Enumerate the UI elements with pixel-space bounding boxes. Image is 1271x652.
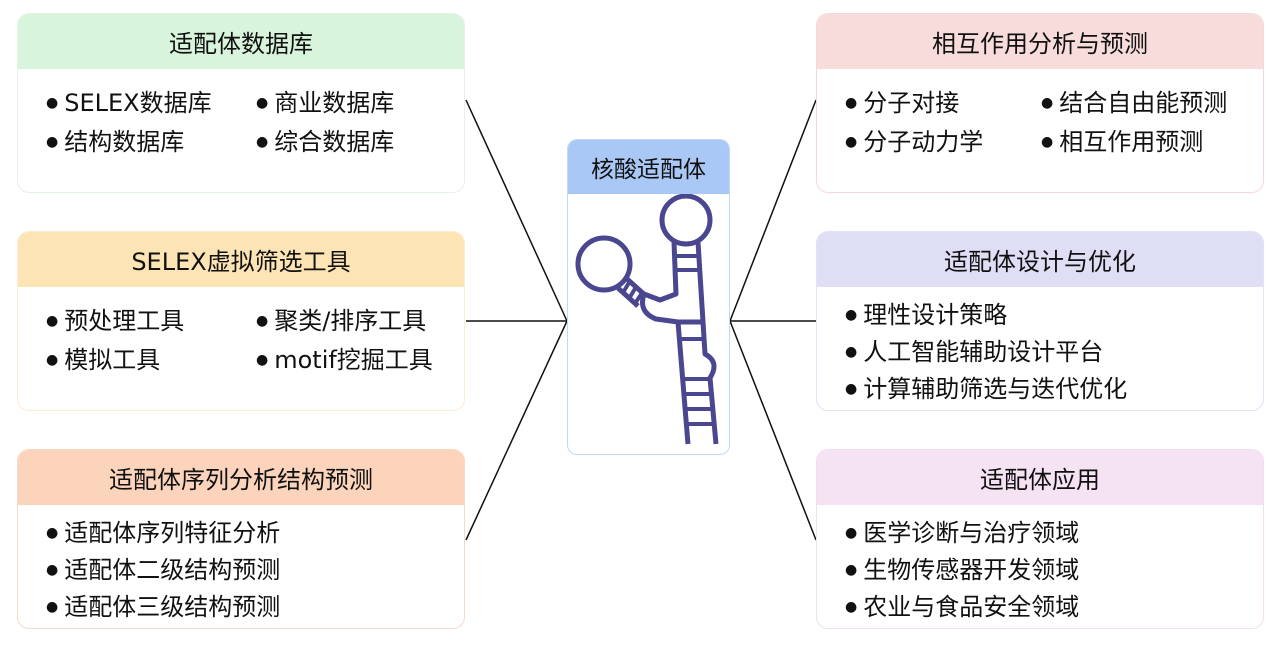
list-item: 结合自由能预测	[1041, 83, 1261, 118]
list-item: 综合数据库	[256, 122, 456, 157]
card-title: 适配体设计与优化	[817, 232, 1263, 287]
list-item: 分子对接	[845, 83, 1041, 118]
connector-line	[465, 99, 568, 322]
connector-line	[729, 99, 817, 322]
category-card-selex-tools: SELEX虚拟筛选工具预处理工具聚类/排序工具模拟工具motif挖掘工具	[17, 231, 465, 411]
list-item: 医学诊断与治疗领域	[845, 513, 1263, 548]
list-item: 聚类/排序工具	[256, 301, 456, 336]
list-item: 模拟工具	[46, 340, 256, 375]
card-title: 适配体序列分析结构预测	[18, 450, 464, 505]
card-title: SELEX虚拟筛选工具	[18, 232, 464, 287]
list-item: 分子动力学	[845, 122, 1041, 157]
list-item: 预处理工具	[46, 301, 256, 336]
list-item: 相互作用预测	[1041, 122, 1261, 157]
list-item: motif挖掘工具	[256, 340, 456, 375]
card-title: 相互作用分析与预测	[817, 14, 1263, 69]
center-title: 核酸适配体	[568, 140, 729, 194]
list-item: 结构数据库	[46, 122, 256, 157]
list-item: 计算辅助筛选与迭代优化	[845, 369, 1263, 404]
list-item: 农业与食品安全领域	[845, 587, 1263, 622]
connector-line	[465, 320, 568, 541]
list-item: 生物传感器开发领域	[845, 550, 1263, 585]
category-card-aptamer-database: 适配体数据库 SELEX数据库商业数据库结构数据库综合数据库	[17, 13, 465, 193]
connector-line	[729, 320, 817, 541]
list-item: 适配体三级结构预测	[46, 587, 464, 622]
list-item: 商业数据库	[256, 83, 456, 118]
category-card-sequence-structure: 适配体序列分析结构预测适配体序列特征分析适配体二级结构预测适配体三级结构预测	[17, 449, 465, 629]
list-item: 人工智能辅助设计平台	[845, 332, 1263, 367]
aptamer-structure-icon	[575, 193, 719, 445]
list-item: 理性设计策略	[845, 295, 1263, 330]
card-title: 适配体数据库	[18, 14, 464, 69]
list-item: SELEX数据库	[46, 83, 256, 118]
list-item: 适配体二级结构预测	[46, 550, 464, 585]
list-item: 适配体序列特征分析	[46, 513, 464, 548]
category-card-design: 适配体设计与优化理性设计策略人工智能辅助设计平台计算辅助筛选与迭代优化	[816, 231, 1264, 411]
category-card-application: 适配体应用医学诊断与治疗领域生物传感器开发领域农业与食品安全领域	[816, 449, 1264, 629]
category-card-interaction: 相互作用分析与预测分子对接结合自由能预测分子动力学相互作用预测	[816, 13, 1264, 193]
card-title: 适配体应用	[817, 450, 1263, 505]
center-node: 核酸适配体	[567, 139, 730, 455]
